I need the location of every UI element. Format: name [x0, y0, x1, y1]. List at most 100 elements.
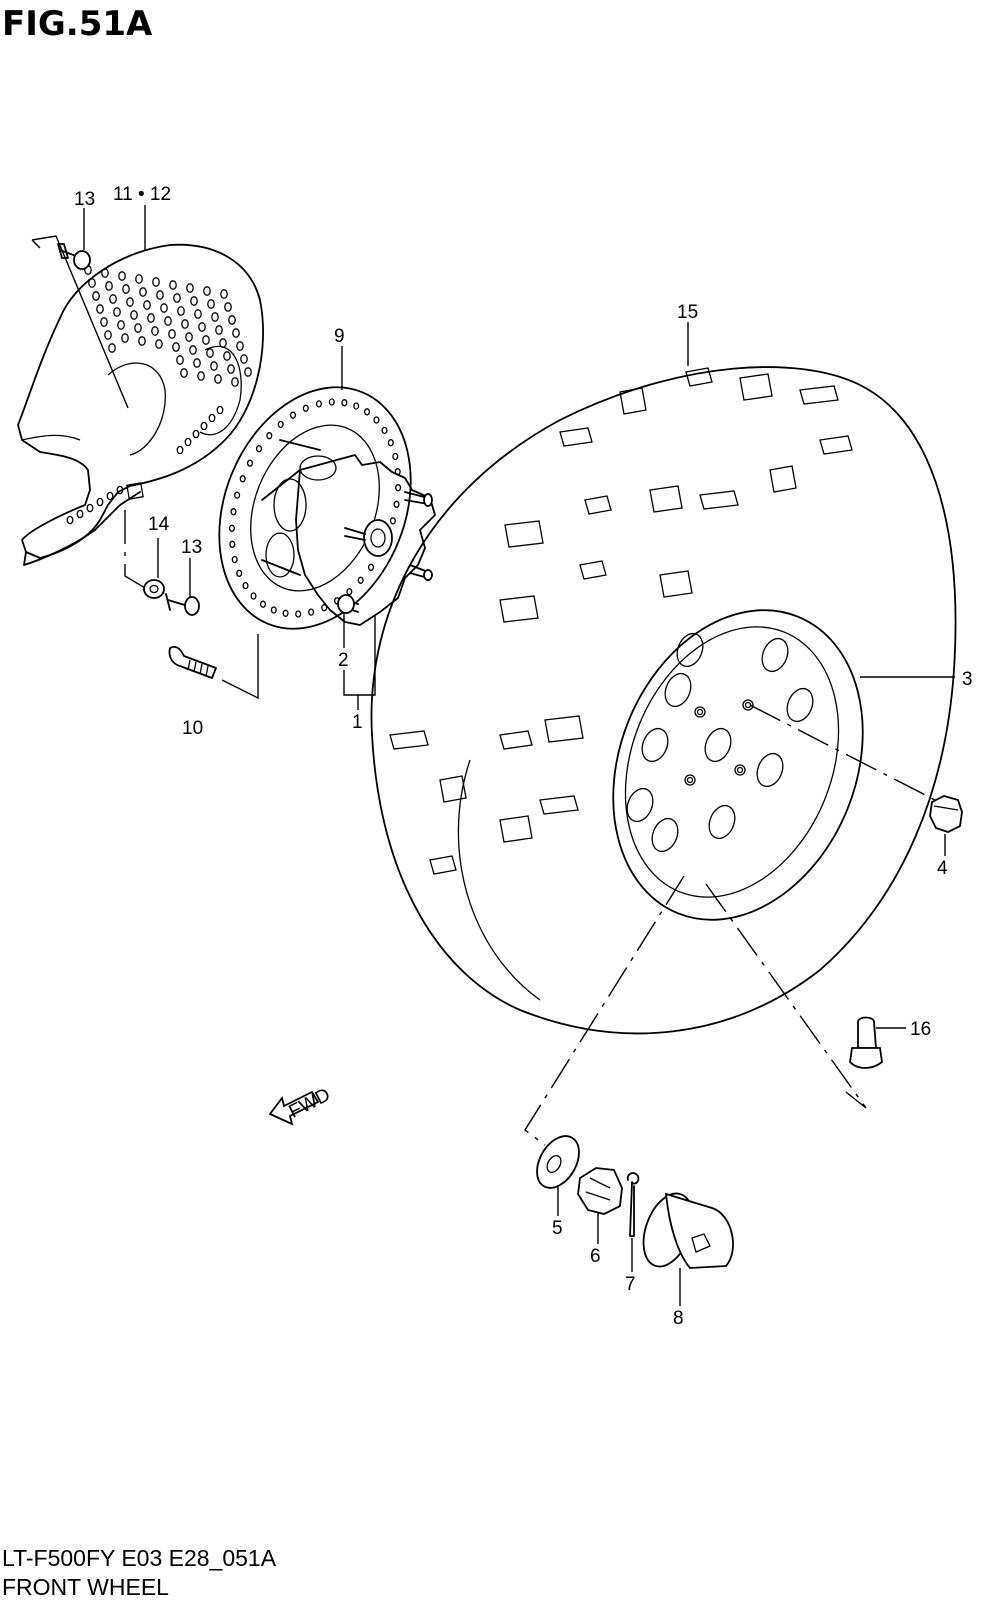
- disc-cover: [17, 243, 264, 566]
- leader-lines: [31, 205, 955, 1306]
- tread-lug: [499, 730, 533, 750]
- wheel-hub: [261, 439, 436, 626]
- rim-window: [756, 752, 784, 788]
- disc-vent-hole: [392, 452, 399, 461]
- tread-lug: [584, 495, 612, 515]
- rim-stud-holes: [684, 699, 754, 786]
- cover-vent-hole: [176, 445, 184, 455]
- bolt-13-top: [57, 243, 91, 270]
- cover-vent-hole: [130, 310, 138, 320]
- callout-15: 15: [677, 302, 698, 323]
- tread-lug: [659, 570, 693, 598]
- cover-vent-hole: [216, 405, 224, 415]
- cover-vent-hole: [155, 339, 163, 349]
- bolt-13-lower: [165, 593, 200, 616]
- cover-vent-hole: [100, 317, 108, 327]
- cover-vent-hole: [231, 377, 239, 387]
- brake-disc: [218, 386, 412, 630]
- tread-lug: [699, 490, 739, 510]
- callout-6: 6: [590, 1246, 601, 1267]
- bolt-10: [168, 645, 217, 679]
- cover-vent-hole: [151, 326, 159, 336]
- rim-window: [676, 632, 704, 668]
- callout-1: 1: [352, 712, 363, 733]
- fwd-arrow-icon: FWD: [268, 1084, 334, 1126]
- disc-vent-hole: [270, 606, 277, 614]
- cover-vent-hole: [86, 503, 94, 513]
- cover-vent-hole: [228, 315, 236, 325]
- disc-vent-hole: [289, 411, 297, 419]
- cover-vent-hole: [176, 355, 184, 365]
- disc-vent-hole: [228, 524, 235, 532]
- cover-vent-hole: [116, 485, 124, 495]
- rim-window: [651, 817, 679, 853]
- callout-11-12: 11 • 12: [113, 184, 171, 205]
- cover-vent-hole: [215, 325, 223, 335]
- cover-vent-hole: [106, 491, 114, 501]
- cover-vent-hole: [118, 271, 126, 281]
- tread-lug: [619, 387, 647, 415]
- disc-vent-hole: [381, 426, 388, 435]
- tire: [370, 366, 957, 1035]
- hub-stud-2: [337, 491, 433, 614]
- rim-window: [761, 637, 789, 673]
- disc-vent-hole: [357, 576, 364, 584]
- cotter-pin-7: [626, 1172, 640, 1237]
- callout-5: 5: [552, 1218, 563, 1239]
- rim-window: [626, 787, 654, 823]
- cover-vent-hole: [232, 328, 240, 338]
- cover-vent-hole: [138, 336, 146, 346]
- cover-vent-hole: [210, 361, 218, 371]
- cover-vent-hole: [139, 287, 147, 297]
- tread-lug: [579, 560, 607, 580]
- tread-lug: [769, 465, 797, 493]
- cover-vent-hole: [185, 332, 193, 342]
- wheel-nut-4: [929, 795, 963, 833]
- disc-vent-hole: [353, 402, 360, 410]
- cover-vent-hole: [198, 322, 206, 332]
- cover-vent-hole: [135, 274, 143, 284]
- cover-vent-hole: [66, 515, 74, 525]
- disc-vent-hole: [234, 491, 241, 499]
- disc-vent-hole: [302, 404, 309, 412]
- cover-vent-hole: [92, 291, 100, 301]
- tread-lug: [544, 715, 584, 743]
- rim-window: [641, 727, 669, 763]
- disc-vent-hole: [308, 608, 315, 616]
- callout-4: 4: [937, 858, 948, 879]
- disc-vent-hole: [363, 408, 371, 416]
- cover-vent-hole: [223, 351, 231, 361]
- cover-vent-hole: [194, 309, 202, 319]
- disc-vent-hole: [229, 540, 236, 548]
- cover-vent-hole: [76, 509, 84, 519]
- tread-lug: [499, 815, 533, 843]
- section-name: FRONT WHEEL: [2, 1574, 169, 1600]
- cover-vent-hole: [101, 268, 109, 278]
- disc-vent-hole: [246, 459, 254, 467]
- cover-vent-hole: [96, 497, 104, 507]
- cover-vent-hole: [180, 368, 188, 378]
- tread-lug: [559, 427, 593, 447]
- cover-vent-hole: [177, 306, 185, 316]
- cover-vent-hole: [156, 290, 164, 300]
- disc-vent-hole: [328, 398, 335, 406]
- cover-vent-hole: [236, 341, 244, 351]
- cover-vent-hole: [224, 302, 232, 312]
- tread-lug: [819, 435, 853, 455]
- tread-lug: [429, 855, 457, 875]
- cover-vent-hole: [152, 277, 160, 287]
- tread-lug: [739, 373, 773, 401]
- cover-vent-hole: [203, 286, 211, 296]
- cover-vent-hole: [105, 281, 113, 291]
- disc-vent-hole: [242, 581, 249, 590]
- disc-vent-hole: [259, 600, 267, 608]
- callout-2: 2: [338, 650, 349, 671]
- disc-vent-hole: [282, 609, 289, 617]
- cover-vent-hole: [244, 367, 252, 377]
- cover-vent-hole: [121, 333, 129, 343]
- wheel-rim: [612, 609, 864, 921]
- fwd-arrow-label: FWD: [286, 1084, 334, 1122]
- disc-vent-hole: [346, 587, 353, 596]
- callout-13-lower: 13: [181, 537, 202, 558]
- disc-vent-hole: [236, 569, 243, 577]
